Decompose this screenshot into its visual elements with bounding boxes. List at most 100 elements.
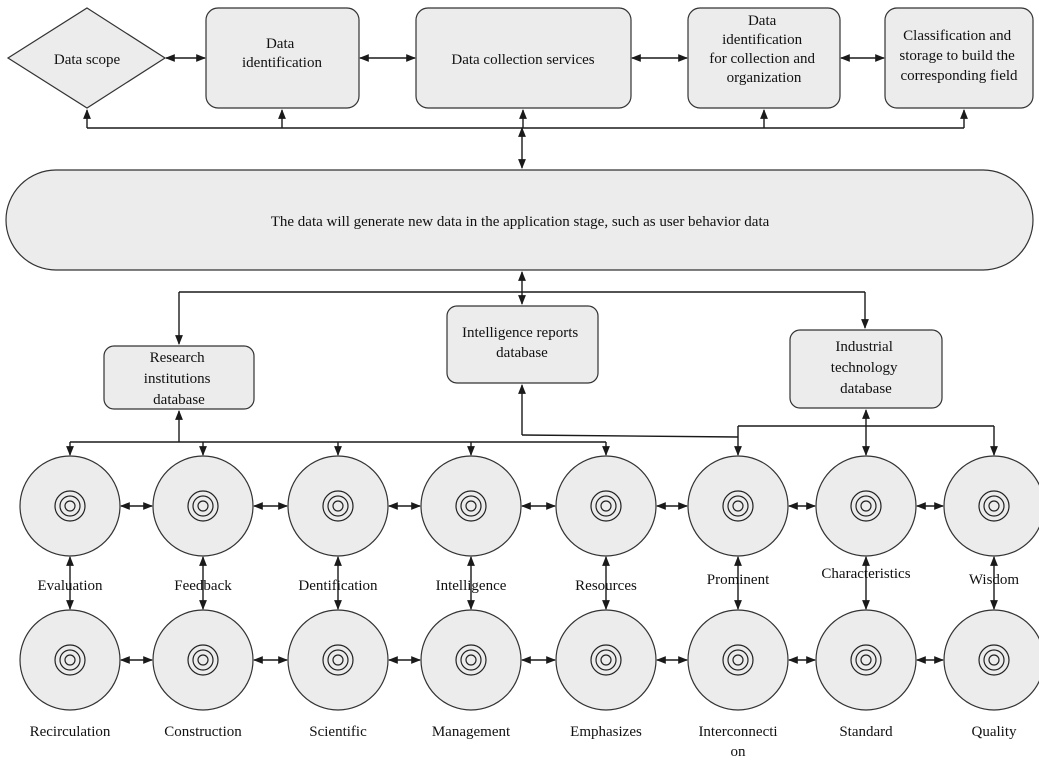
node-ring-outer-r2-7 bbox=[850, 644, 882, 676]
row2-label-6: Interconnecti bbox=[698, 724, 777, 740]
row1-label-3: Dentification bbox=[298, 578, 378, 594]
node-ring-middle-r1-2 bbox=[192, 495, 214, 517]
application-stage-box bbox=[5, 169, 1034, 271]
node-ring-inner-r1-8 bbox=[988, 500, 1000, 512]
node-ring-outer-r1-1 bbox=[54, 490, 86, 522]
row1-label-4: Intelligence bbox=[436, 578, 507, 594]
node-ring-inner-r1-6 bbox=[732, 500, 744, 512]
data-identification-label: Data identification bbox=[242, 36, 322, 71]
node-circle-r2-4 bbox=[420, 609, 522, 711]
row1-label-5: Resources bbox=[575, 578, 637, 594]
row1-label-1: Evaluation bbox=[38, 578, 103, 594]
node-ring-outer-r1-6 bbox=[722, 490, 754, 522]
node-ring-inner-r2-4 bbox=[465, 654, 477, 666]
row1-label-7: Characteristics bbox=[821, 566, 910, 582]
node-ring-inner-r1-7 bbox=[860, 500, 872, 512]
node-ring-outer-r1-7 bbox=[850, 490, 882, 522]
node-ring-inner-r2-8 bbox=[988, 654, 1000, 666]
row2-label-8: Quality bbox=[972, 724, 1017, 740]
row1-label-8: Wisdom bbox=[969, 572, 1020, 588]
node-circle-r1-4 bbox=[420, 455, 522, 557]
node-ring-inner-r2-6 bbox=[732, 654, 744, 666]
node-ring-middle-r1-4 bbox=[460, 495, 482, 517]
classification-storage-label: Classification and storage to build the … bbox=[899, 28, 1018, 84]
node-ring-inner-r1-4 bbox=[465, 500, 477, 512]
node-ring-middle-r2-6 bbox=[727, 649, 749, 671]
node-ring-inner-r2-7 bbox=[860, 654, 872, 666]
node-circle-r2-1 bbox=[19, 609, 121, 711]
node-ring-middle-r1-6 bbox=[727, 495, 749, 517]
node-ring-outer-r2-4 bbox=[455, 644, 487, 676]
node-circle-r2-6 bbox=[687, 609, 789, 711]
node-ring-inner-r1-3 bbox=[332, 500, 344, 512]
row2-label-7: Standard bbox=[839, 724, 893, 740]
node-ring-outer-r2-6 bbox=[722, 644, 754, 676]
node-circle-r1-7 bbox=[815, 455, 917, 557]
node-ring-middle-r2-1 bbox=[59, 649, 81, 671]
node-ring-inner-r2-1 bbox=[64, 654, 76, 666]
node-circle-r2-7 bbox=[815, 609, 917, 711]
row2-label-6-wrap: on bbox=[731, 744, 747, 760]
node-circle-r1-6 bbox=[687, 455, 789, 557]
classification-storage-box bbox=[884, 7, 1034, 109]
node-ring-middle-r1-1 bbox=[59, 495, 81, 517]
industrial-technology-database-label: Industrial technology database bbox=[831, 339, 901, 397]
data-collection-services-label: Data collection services bbox=[451, 52, 594, 68]
node-circle-r1-1 bbox=[19, 455, 121, 557]
node-ring-middle-r2-2 bbox=[192, 649, 214, 671]
node-ring-outer-r1-3 bbox=[322, 490, 354, 522]
node-ring-middle-r2-4 bbox=[460, 649, 482, 671]
circle-grid: Evaluation Feedback Dentification Intellige… bbox=[19, 426, 1039, 760]
node-ring-middle-r1-7 bbox=[855, 495, 877, 517]
node-ring-outer-r2-8 bbox=[978, 644, 1010, 676]
node-circle-r1-3 bbox=[287, 455, 389, 557]
node-ring-middle-r1-8 bbox=[983, 495, 1005, 517]
node-ring-inner-r2-5 bbox=[600, 654, 612, 666]
node-circle-r1-2 bbox=[152, 455, 254, 557]
data-collection-services-box bbox=[415, 7, 632, 109]
research-institutions-database-label: Research institutions database bbox=[144, 350, 214, 408]
node-circle-r2-5 bbox=[555, 609, 657, 711]
industrial-technology-database-box bbox=[789, 329, 943, 409]
row2-label-4: Management bbox=[432, 724, 511, 740]
node-ring-outer-r2-1 bbox=[54, 644, 86, 676]
node-ring-middle-r1-5 bbox=[595, 495, 617, 517]
node-ring-outer-r2-5 bbox=[590, 644, 622, 676]
node-ring-inner-r1-2 bbox=[197, 500, 209, 512]
link-intelligence-industrial bbox=[521, 434, 739, 438]
node-circle-r1-5 bbox=[555, 455, 657, 557]
application-stage-label: The data will generate new data in the a… bbox=[271, 214, 770, 230]
collection-organization-box bbox=[687, 7, 841, 109]
node-ring-outer-r1-5 bbox=[590, 490, 622, 522]
node-circle-r2-2 bbox=[152, 609, 254, 711]
node-ring-inner-r2-3 bbox=[332, 654, 344, 666]
row1-label-6: Prominent bbox=[707, 572, 770, 588]
intelligence-reports-database-label: Intelligence reports database bbox=[462, 325, 582, 361]
node-ring-outer-r1-2 bbox=[187, 490, 219, 522]
data-scope-label: Data scope bbox=[54, 52, 121, 68]
row2-label-1: Recirculation bbox=[30, 724, 111, 740]
node-ring-middle-r1-3 bbox=[327, 495, 349, 517]
node-ring-outer-r2-2 bbox=[187, 644, 219, 676]
node-ring-outer-r2-3 bbox=[322, 644, 354, 676]
row1-label-2: Feedback bbox=[174, 578, 232, 594]
node-circle-r2-3 bbox=[287, 609, 389, 711]
node-ring-middle-r2-3 bbox=[327, 649, 349, 671]
node-ring-inner-r1-1 bbox=[64, 500, 76, 512]
row2-label-2: Construction bbox=[164, 724, 242, 740]
node-ring-inner-r2-2 bbox=[197, 654, 209, 666]
intelligence-reports-database-box bbox=[446, 305, 599, 384]
data-identification-box bbox=[205, 7, 360, 109]
row2-label-5: Emphasizes bbox=[570, 724, 642, 740]
node-ring-inner-r1-5 bbox=[600, 500, 612, 512]
node-ring-middle-r2-5 bbox=[595, 649, 617, 671]
node-ring-outer-r1-4 bbox=[455, 490, 487, 522]
collection-organization-label: Data identification for collection and o… bbox=[709, 13, 819, 86]
node-circle-r1-8 bbox=[943, 455, 1039, 557]
data-scope-diamond bbox=[6, 7, 167, 109]
node-circle-r2-8 bbox=[943, 609, 1039, 711]
node-ring-middle-r2-7 bbox=[855, 649, 877, 671]
node-ring-outer-r1-8 bbox=[978, 490, 1010, 522]
row2-label-3: Scientific bbox=[309, 724, 367, 740]
